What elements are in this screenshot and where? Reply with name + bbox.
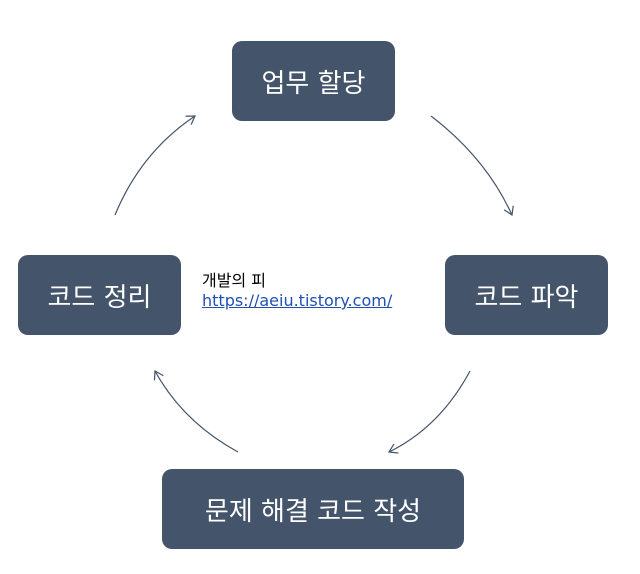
node-problem-solving: 문제 해결 코드 작성 xyxy=(162,469,464,549)
arrow-left-to-top xyxy=(114,115,196,216)
arrow-top-to-right xyxy=(430,115,514,217)
node-label: 코드 파악 xyxy=(474,282,579,313)
node-code-understanding: 코드 파악 xyxy=(445,255,608,335)
arrow-bottom-to-left xyxy=(153,370,239,453)
node-label: 코드 정리 xyxy=(47,282,152,313)
node-task-assignment: 업무 할당 xyxy=(232,41,395,121)
watermark-title: 개발의 피 xyxy=(202,271,266,290)
node-label: 문제 해결 코드 작성 xyxy=(204,496,422,527)
watermark: 개발의 피 https://aeiu.tistory.com/ xyxy=(202,271,392,311)
watermark-link[interactable]: https://aeiu.tistory.com/ xyxy=(202,291,393,310)
node-label: 업무 할당 xyxy=(261,68,366,99)
arrow-right-to-bottom xyxy=(387,370,471,454)
node-code-cleanup: 코드 정리 xyxy=(18,255,181,335)
